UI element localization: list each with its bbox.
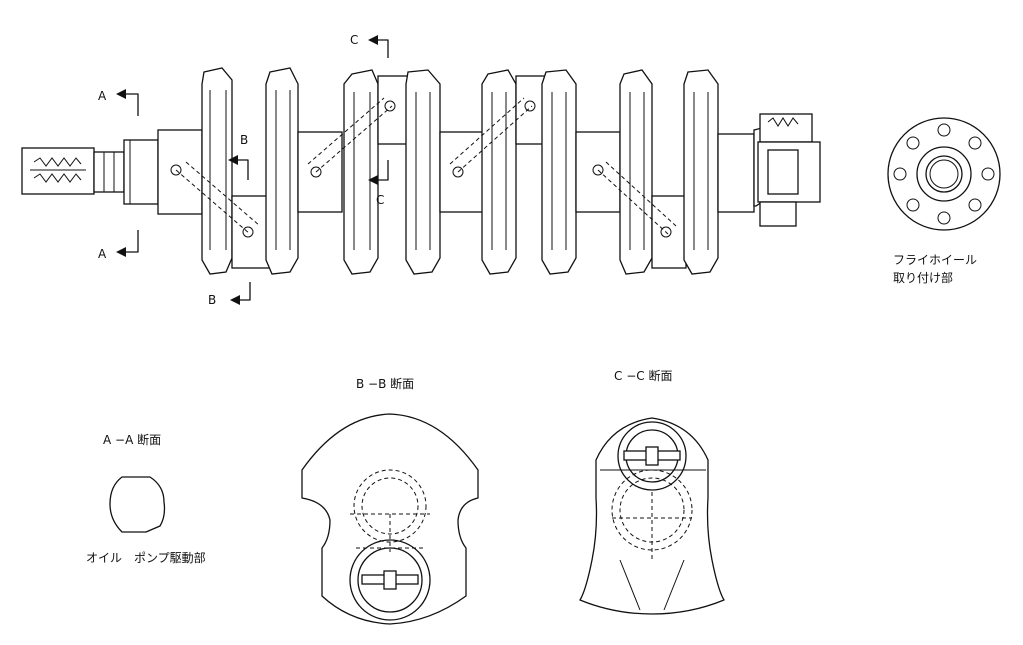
section-marker-a-bottom: A (98, 230, 139, 261)
crank-web-4 (405, 69, 441, 275)
section-bb-title: B −B 断面 (356, 376, 414, 391)
flange-bolt-holes (893, 123, 995, 225)
section-aa-shape (109, 476, 166, 533)
crank-pin-4 (651, 195, 687, 269)
section-cc-title: C −C 断面 (614, 368, 672, 383)
main-journal-4 (575, 131, 621, 213)
flywheel-caption-line1: フライホイール (893, 253, 977, 267)
section-marker-a-top: A (98, 89, 139, 116)
main-journal-3 (439, 131, 485, 213)
crank-snout (21, 139, 159, 205)
crank-web-7 (619, 69, 653, 275)
rear-flange (717, 113, 821, 227)
crank-pin-1 (231, 195, 271, 269)
main-journal-1 (157, 129, 203, 215)
crank-web-6 (541, 69, 577, 275)
section-label-a-bottom: A (98, 247, 107, 261)
flywheel-caption-line2: 取り付け部 (893, 270, 953, 285)
section-label-c-top: C (350, 33, 358, 47)
section-label-b-top: B (240, 133, 248, 147)
section-marker-b-top: B (228, 133, 249, 180)
crank-web-3 (343, 69, 379, 275)
section-bb-shape (301, 413, 479, 625)
section-marker-b-bottom: B (208, 282, 251, 307)
crank-web-8 (683, 69, 719, 275)
section-cc-shape (579, 417, 725, 615)
section-marker-c-top: C (350, 33, 389, 58)
section-aa-subtitle: オイル ポンプ駆動部 (86, 550, 206, 565)
crank-web-2 (265, 67, 299, 275)
oil-passages (170, 97, 677, 238)
crank-web-5 (481, 69, 517, 275)
main-journal-2 (297, 131, 343, 213)
section-label-a-top: A (98, 89, 107, 103)
section-marker-c-bottom: C (368, 160, 389, 207)
section-label-c-bottom: C (376, 193, 384, 207)
crank-web-1 (201, 67, 233, 275)
section-aa-title: A −A 断面 (103, 432, 161, 447)
flywheel-flange-view (887, 117, 1001, 231)
section-label-b-bottom: B (208, 293, 216, 307)
crankshaft-side-view (21, 67, 821, 275)
